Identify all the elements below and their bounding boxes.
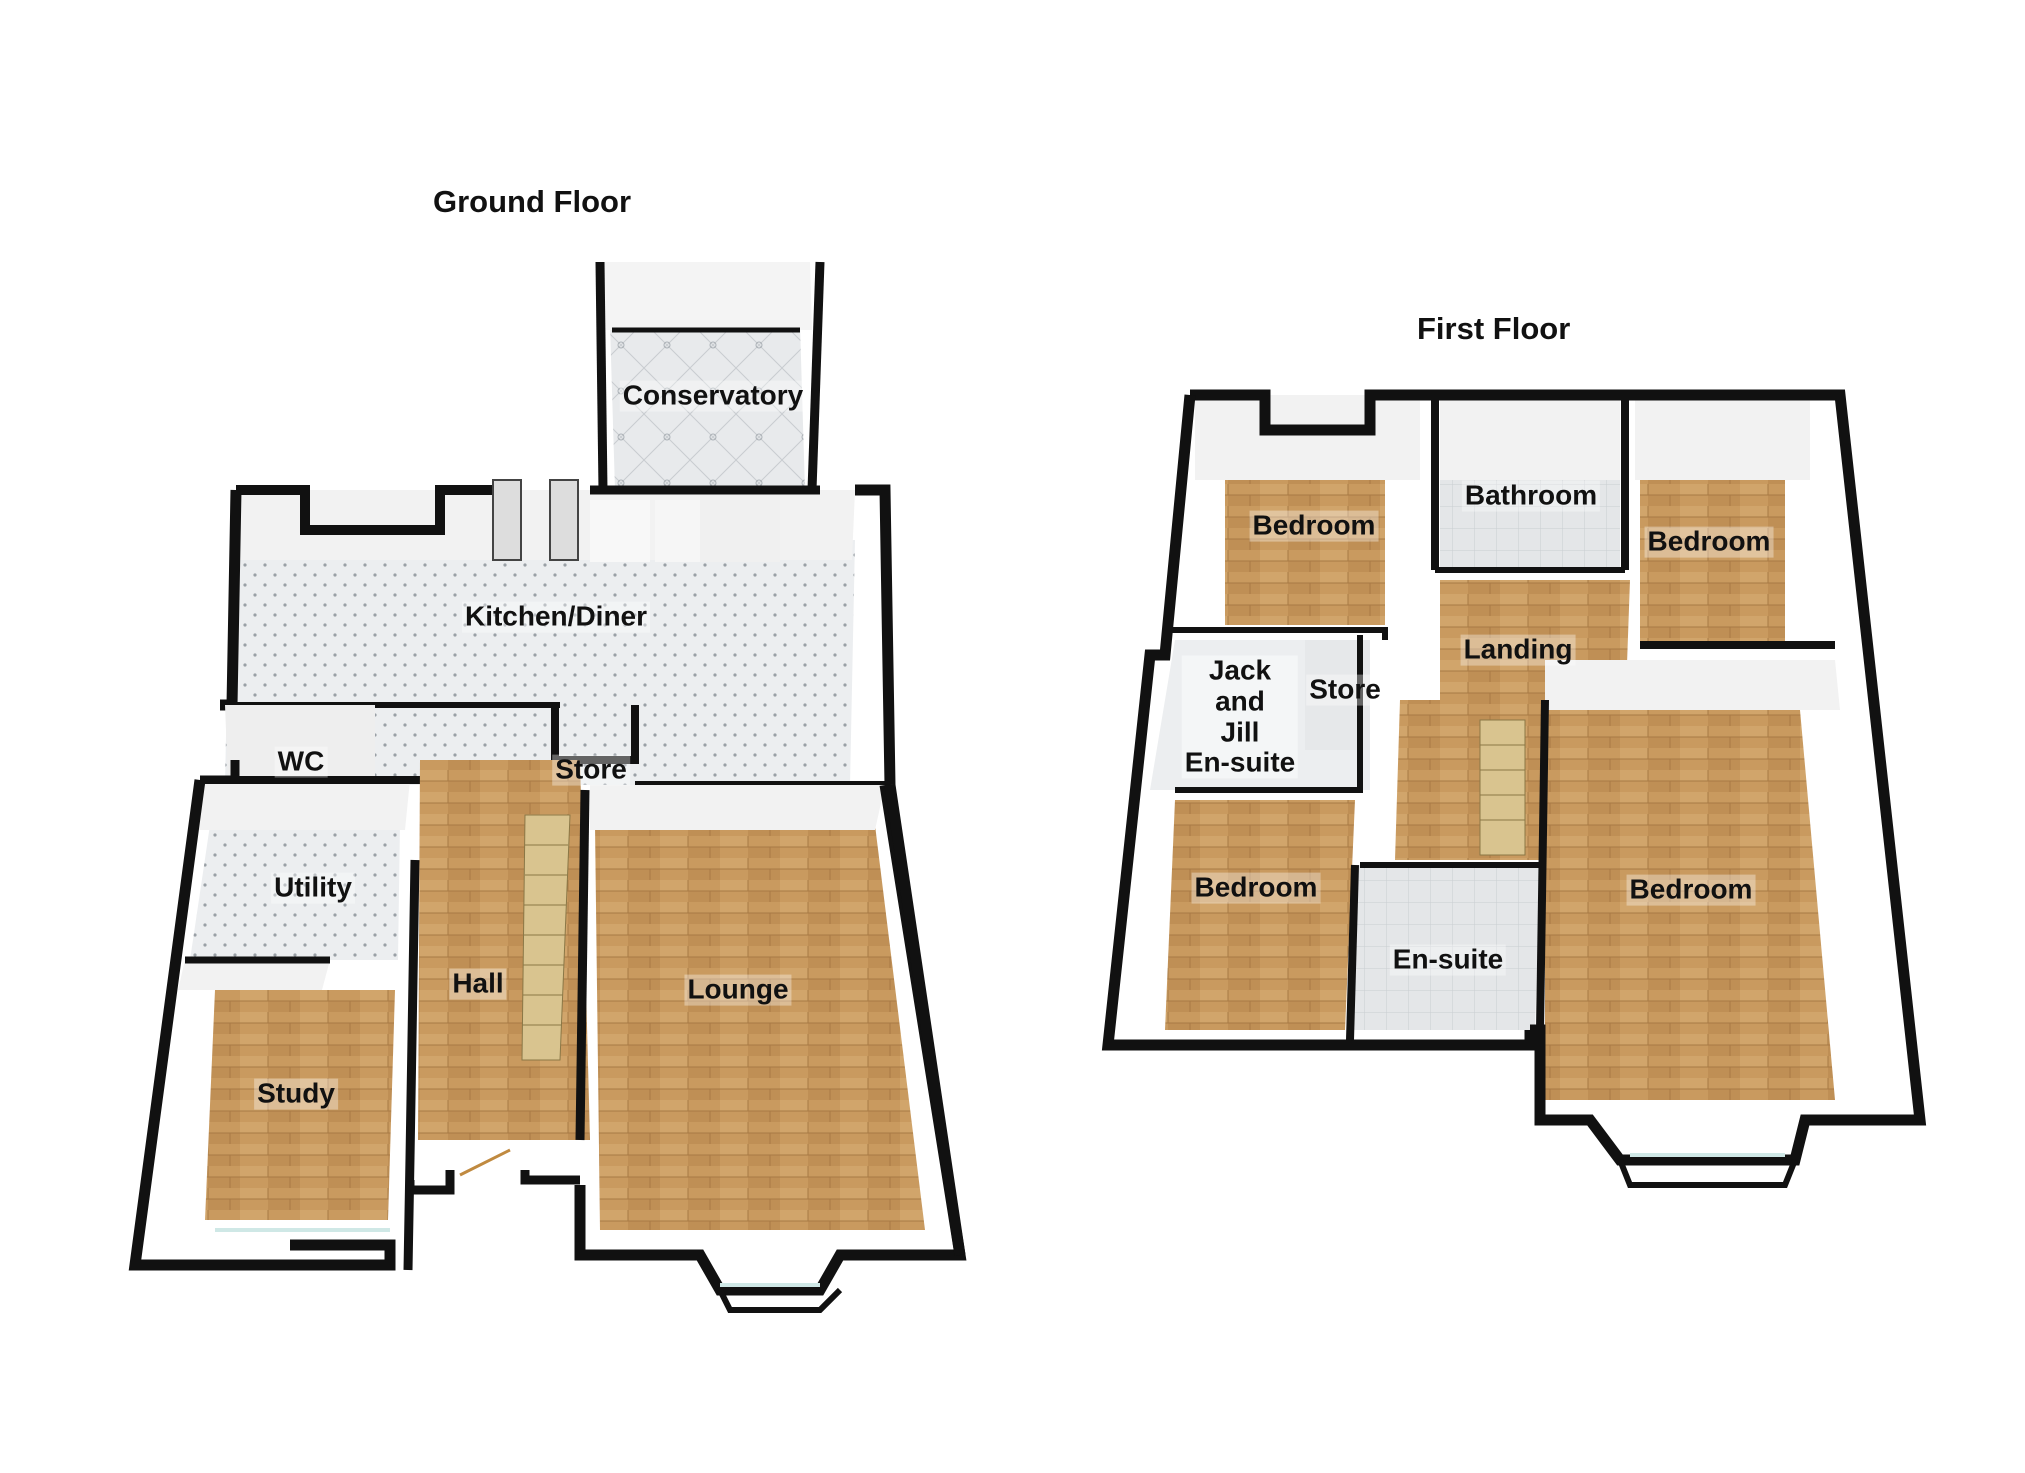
ff-bathroom-floor <box>1440 480 1620 570</box>
room-label-conservatory: Conservatory <box>619 380 807 412</box>
ground-floor-plan: . <box>128 261 967 1313</box>
room-label-utility: Utility <box>271 872 355 904</box>
ground-left-wall <box>128 779 396 1271</box>
lounge-floor <box>595 825 925 1230</box>
kitchen-floor <box>225 540 855 785</box>
room-label-en-suite: En-suite <box>1389 944 1507 976</box>
ff-bedroom-right-floor <box>1545 710 1835 1100</box>
room-label-study: Study <box>254 1078 338 1110</box>
wc-floor <box>225 705 375 780</box>
room-label-hall: Hall <box>449 968 507 1000</box>
room-label-bedroom-right: Bedroom <box>1626 874 1756 906</box>
first-floor-title: First Floor <box>1417 311 1571 346</box>
first-floor-plan <box>1101 389 1927 1188</box>
room-label-wc: WC <box>274 746 328 778</box>
hall-stairs <box>521 814 571 1061</box>
conservatory-wall <box>595 261 608 491</box>
ff-bedroom-left-floor <box>1165 800 1355 1030</box>
jack-and-jill-line3: Jill <box>1220 716 1260 747</box>
jack-and-jill-line2: and <box>1215 685 1265 717</box>
room-label-bedroom-top-left: Bedroom <box>1249 510 1379 542</box>
kitchen-wall <box>220 489 242 711</box>
ff-bedroom-top-right-floor <box>1640 480 1785 645</box>
room-label-store: Store <box>552 754 630 786</box>
ff-outer-top-wall <box>1190 389 1815 436</box>
room-label-bedroom-left: Bedroom <box>1191 872 1321 904</box>
ff-en-suite-floor <box>1350 865 1540 1030</box>
room-label-bathroom: Bathroom <box>1461 480 1601 512</box>
lounge-wall <box>574 784 967 1296</box>
utility-floor <box>190 825 400 960</box>
room-label-bedroom-top-right: Bedroom <box>1644 526 1774 558</box>
ground-floor-title: Ground Floor <box>433 184 632 219</box>
conservatory-floor <box>610 325 805 490</box>
ff-stairs <box>1479 719 1526 856</box>
ff-bedroom-top-left-floor <box>1225 480 1385 625</box>
room-label-lounge: Lounge <box>684 974 792 1006</box>
room-label-landing: Landing <box>1460 634 1576 666</box>
jack-and-jill-line1: Jack <box>1208 654 1272 686</box>
study-floor <box>205 990 395 1220</box>
room-label-kitchen-diner: Kitchen/Diner <box>461 601 651 633</box>
jack-and-jill-line4: En-suite <box>1184 746 1296 778</box>
room-label-jack-and-jill-en-suite: Jack and Jill En-suite <box>1181 654 1299 779</box>
room-label-ff-store: Store <box>1306 674 1384 706</box>
